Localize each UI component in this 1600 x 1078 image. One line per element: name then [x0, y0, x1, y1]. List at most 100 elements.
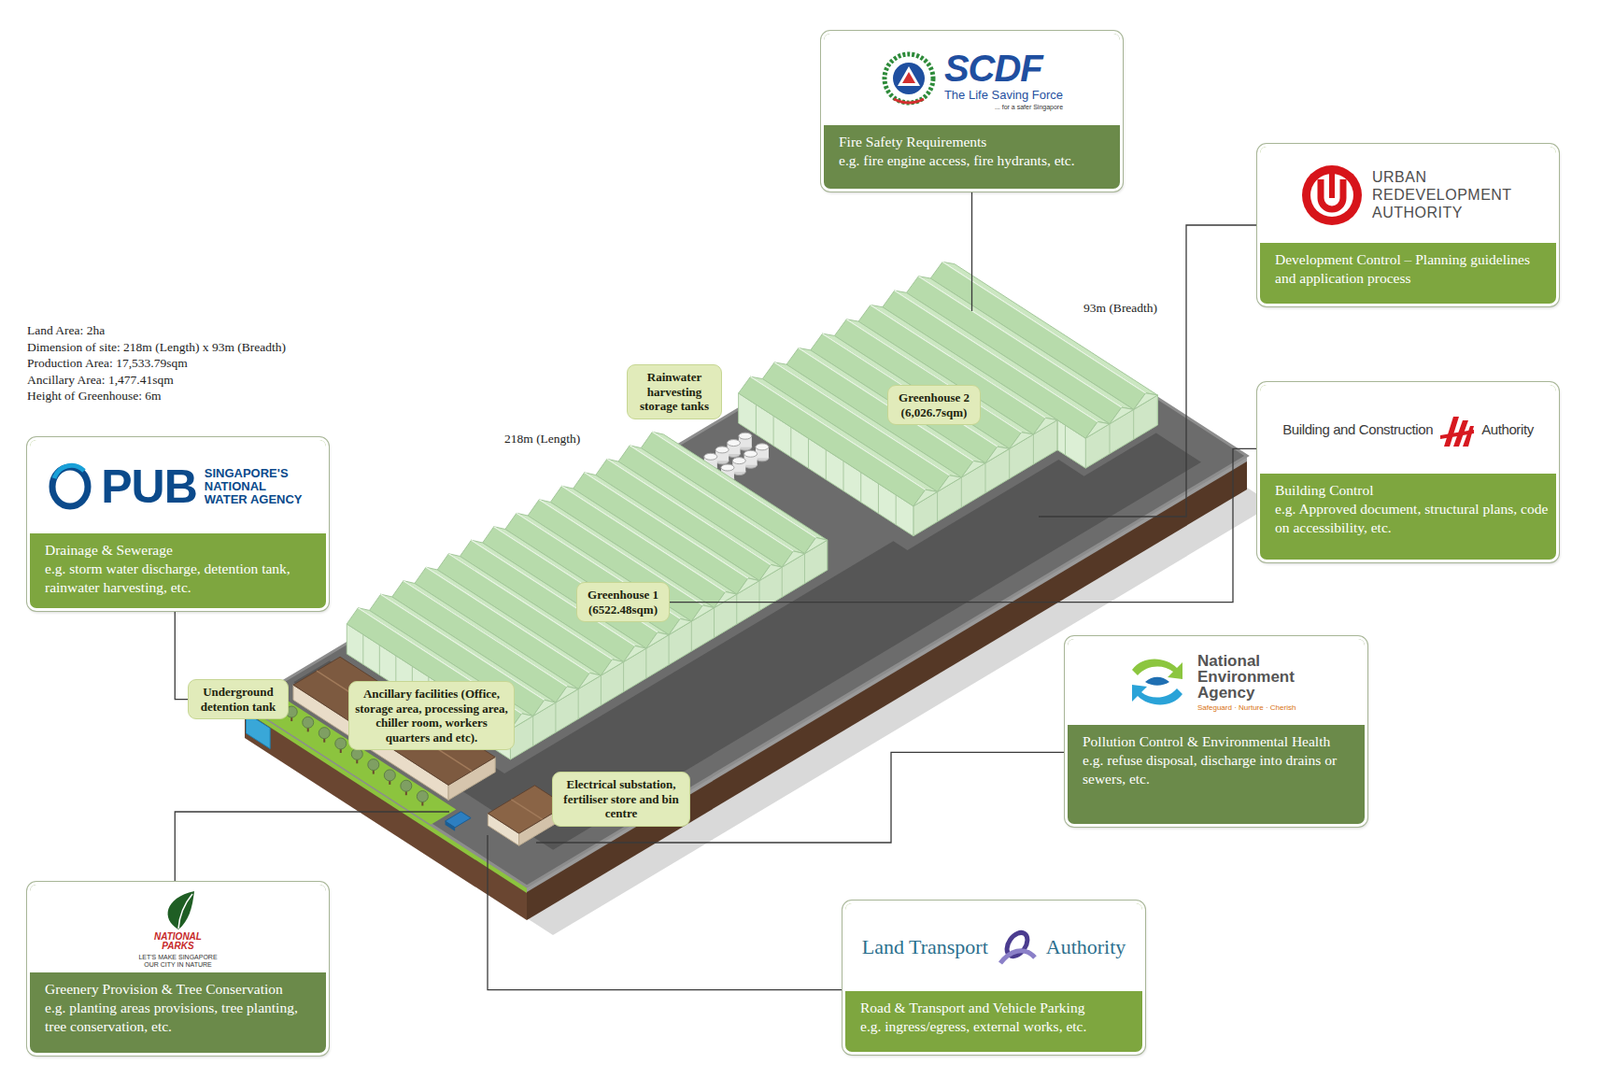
greenhouse-frame [554, 702, 556, 733]
greenhouse-frame [860, 472, 862, 503]
greenhouse-wall [1085, 395, 1158, 468]
greenhouse-ridge [561, 485, 725, 592]
logo-text: ... for a safer Singapore [994, 103, 1063, 111]
greenhouse-frame [1044, 411, 1046, 442]
greenhouse-gable [1133, 393, 1159, 411]
tank-body [693, 463, 707, 475]
greenhouse-gable [759, 564, 782, 581]
tree [383, 769, 396, 781]
greenhouse-frame [755, 404, 757, 435]
panel-text: e.g. fire engine access, fire hydrants, … [838, 151, 1113, 170]
logo-text: SCDF [944, 48, 1043, 88]
logo-graphic [1299, 162, 1365, 228]
storage-tank [709, 470, 723, 489]
logo-text: LET'S MAKE SINGAPORE OUR CITY IN NATURE [131, 953, 226, 968]
tree [318, 727, 330, 739]
tank-top [709, 470, 723, 478]
logo-text: URBAN REDEVELOPMENT AUTHORITY [1372, 168, 1517, 223]
tank-base [721, 475, 735, 482]
tank-body [709, 474, 723, 486]
greenhouse-frame [379, 645, 381, 676]
greenhouse-roof [607, 458, 782, 567]
panel-body: Pollution Control & Environmental Health… [1067, 724, 1365, 798]
greenhouse-roof [527, 499, 703, 622]
greenhouse-frame [623, 662, 624, 693]
storage-tank [755, 443, 769, 462]
agency-panel: Building and ConstructionAuthorityBuildi… [1257, 382, 1559, 563]
panel-body: Fire Safety Requirementse.g. fire engine… [823, 125, 1120, 180]
greenhouse [346, 431, 827, 760]
greenhouse-roof [846, 319, 1034, 435]
site-label: Rainwater harvesting storage tanks [626, 364, 723, 420]
tank-body [738, 436, 752, 448]
greenhouse-ridge [629, 445, 793, 552]
greenhouse-ridge [894, 290, 1098, 422]
greenhouse-ridge [822, 333, 998, 447]
tree-trunk [290, 715, 293, 722]
greenhouse-frame [825, 449, 827, 480]
tank-top [755, 443, 769, 451]
car [445, 811, 472, 828]
tree-trunk [323, 736, 326, 743]
leader-connector [669, 448, 1258, 602]
greenhouse-frame [842, 460, 844, 491]
site-note: Land Area: 2ha [27, 323, 105, 339]
greenhouse-gable [736, 578, 760, 595]
agency-logo: NATIONAL PARKSLET'S MAKE SINGAPORE OUR C… [29, 884, 326, 973]
greenhouse-roof [584, 472, 760, 581]
tank-top [721, 464, 735, 471]
leader-line [174, 811, 450, 882]
tree-trunk [355, 757, 358, 764]
greenhouse-frame [877, 483, 879, 514]
tank-top [715, 446, 729, 454]
greenhouse-roof [561, 485, 737, 595]
site-note: Dimension of site: 218m (Length) x 93m (… [27, 339, 286, 355]
dimension-label: 218m (Length) [504, 431, 581, 447]
greenhouse-frame [362, 634, 364, 665]
panel-text: e.g. planting areas provisions, tree pla… [44, 998, 319, 1036]
tree [351, 748, 363, 760]
storage-tank [744, 450, 758, 468]
logo-graphic [46, 461, 94, 512]
greenhouse-frame [826, 539, 828, 570]
greenhouse-frame [790, 426, 792, 457]
greenhouse-ridge [403, 580, 567, 687]
greenhouse-roof [894, 290, 1110, 425]
greenhouse-gable [668, 618, 692, 635]
greenhouse-frame [1033, 434, 1034, 465]
greenhouse-gable [533, 699, 556, 716]
greenhouse-frame [668, 635, 670, 666]
greenhouse-frame [902, 320, 904, 351]
tank-base [693, 471, 707, 479]
greenhouse-ridge [798, 348, 974, 462]
logo-text: National Environment Agency [1197, 652, 1308, 701]
tank-base [715, 457, 729, 465]
greenhouse-frame [600, 675, 602, 706]
greenhouse-frame [804, 553, 806, 584]
tank-body [704, 456, 718, 468]
logo-graphic [880, 50, 937, 109]
tank-body [715, 449, 729, 461]
logo-graphic [1440, 410, 1474, 449]
site-label: Ancillary facilities (Office, storage ar… [348, 680, 515, 751]
greenhouse-roof [858, 304, 1046, 435]
site-note: Height of Greenhouse: 6m [27, 388, 162, 404]
site-label-text: Greenhouse 2 (6,026.7sqm) [893, 390, 975, 420]
greenhouse [738, 304, 1058, 536]
tank-base [732, 468, 746, 476]
greenhouse-frame [895, 495, 897, 525]
greenhouse-roof [629, 445, 805, 554]
tank-base [755, 454, 769, 462]
leader-line [1038, 225, 1258, 517]
site-label: Electrical substation, fertiliser store … [552, 771, 691, 827]
storage-tank [727, 439, 741, 458]
agency-panel: PUBSINGAPORE'S NATIONAL WATER AGENCYDrai… [27, 437, 329, 611]
dimension-label: 93m (Breadth) [1083, 300, 1158, 316]
greenhouse-wall [913, 420, 1058, 537]
logo-text-group: National Environment AgencySafeguard · N… [1197, 652, 1308, 712]
tank-body [727, 442, 741, 454]
greenhouse-frame [936, 491, 938, 522]
tank-top [738, 432, 752, 439]
agency-panel: Land TransportAuthorityRoad & Transport … [842, 900, 1146, 1055]
